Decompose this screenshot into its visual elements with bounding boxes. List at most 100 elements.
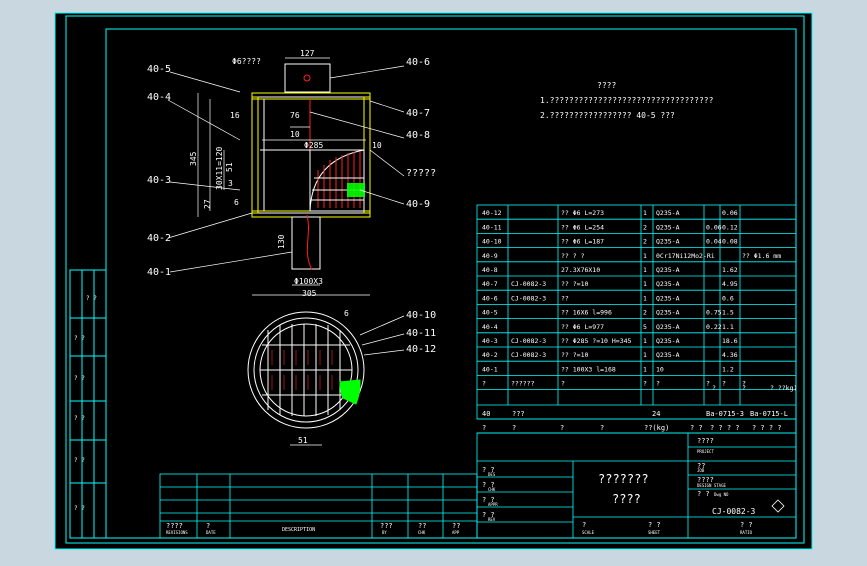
scale-label-en: SCALE	[582, 530, 595, 535]
sheet-background	[54, 12, 813, 550]
bom-cell-no: ?	[482, 380, 486, 388]
bom-cell-qty: 5	[643, 323, 647, 331]
ref-no: 40	[482, 410, 490, 418]
dimension-lines	[197, 57, 370, 296]
bom-cell-code: CJ-0082-3	[511, 280, 546, 288]
bom-cell-code: CJ-0082-3	[511, 337, 546, 345]
bom-cell-name: ?	[561, 380, 565, 388]
dim-27: 27	[203, 199, 212, 209]
revision-block-text: ???? REVISIONS ? DATE DESCRIPTION ??? BY…	[166, 522, 460, 535]
label-40-8: 40-8	[406, 130, 430, 141]
label-40-4: 40-4	[147, 92, 171, 103]
dim-3: 3	[228, 179, 233, 188]
bom-cell-mat: 10	[656, 365, 664, 373]
stage-label-en: DESIGN STAGE	[697, 483, 726, 488]
dwg-no: CJ-0082-3	[712, 507, 756, 516]
bom-cell-no: 40-10	[482, 238, 502, 246]
label-40-10: 40-10	[406, 310, 436, 321]
dim-127: 127	[300, 49, 315, 58]
job-label: ??	[697, 462, 705, 470]
side-text-c: ? ?	[74, 415, 85, 422]
sheet-label: ? ?	[648, 521, 661, 529]
bom-cell-w2: 1.1	[722, 323, 734, 331]
bom-cell-w2: 4.36	[722, 351, 738, 359]
bom-cell-code: ??????	[511, 380, 535, 388]
bom-cell-w2: 1.5	[722, 309, 734, 317]
bom-cell-mat: 0Cr17Ni12Mo2-Ri	[656, 252, 715, 260]
bom-cell-qty: 1	[643, 365, 647, 373]
label-40-2: 40-2	[147, 233, 171, 244]
bom-head2-kg: ? ??kg)	[770, 384, 797, 392]
dim-51: 51	[225, 162, 234, 172]
rev-label-en: REV	[488, 517, 496, 522]
bom-cell-no: 40-1	[482, 365, 498, 373]
ref2-b: ?	[512, 424, 516, 432]
label-40-5: 40-5	[147, 64, 171, 75]
ref2-d: ?	[600, 424, 604, 432]
project-label: ????	[697, 437, 714, 445]
side-text-b: ? ?	[74, 375, 85, 382]
bom-cell-name: ?? Φ6 L=187	[561, 238, 604, 246]
bom-cell-no: 40-11	[482, 223, 502, 231]
ratio-label: ? ?	[740, 521, 753, 529]
rev-chk: ??	[418, 522, 426, 530]
bom-cell-mat: Q235-A	[656, 209, 680, 217]
label-40-9: 40-9	[406, 199, 430, 210]
ref2-g: ? ? ? ?	[710, 424, 740, 432]
bom-cell-code: CJ-0082-3	[511, 351, 546, 359]
bom-cell-name: ?? ?=10	[561, 351, 588, 359]
bom-cell-no: 40-4	[482, 323, 498, 331]
dim-76: 76	[290, 111, 300, 120]
bom-cell-no: 40-6	[482, 294, 498, 302]
bom-cell-code: CJ-0082-3	[511, 294, 546, 302]
chk-label-en: CHK	[488, 487, 496, 492]
bom-cell-w2: 4.95	[722, 280, 738, 288]
bom-cell-no: 40-3	[482, 337, 498, 345]
rev-title: ????	[166, 522, 183, 530]
ref-name: ???	[512, 410, 525, 418]
sheet-label-en: SHEET	[648, 530, 661, 535]
dim-305: 305	[302, 289, 317, 298]
side-text-e: ? ?	[74, 505, 85, 512]
bom-cell-w1: 0.22	[706, 323, 722, 331]
bom-cell-qty: 1	[643, 266, 647, 274]
bom-cell-name: ?? 16X6 l=996	[561, 309, 612, 317]
bom-head2-unit: ?	[712, 384, 716, 392]
ref2-e: ??(kg)	[644, 424, 669, 432]
bom-cell-w1: 0.75	[706, 309, 722, 317]
reference-rows: 40 ??? 24 Ba-0715-3 Ba-0715-L ? ? ? ? ??…	[477, 404, 796, 432]
bom-cell-mat: Q235-A	[656, 223, 680, 231]
ref2-f: ? ?	[690, 424, 703, 432]
rev-app: ??	[452, 522, 460, 530]
bom-cell-w2: 0.12	[722, 223, 738, 231]
app-label-en: APPR	[488, 502, 498, 507]
bom-cell-mat: Q235-A	[656, 309, 680, 317]
bom-cell-rem: ?	[742, 380, 746, 388]
stage-label: ????	[697, 476, 714, 484]
rev-label: ? ?	[482, 511, 495, 519]
bom-cell-name: ?? Φ6 L=273	[561, 209, 604, 217]
label-40-12: 40-12	[406, 344, 436, 355]
dwg-no-label: ? ?	[697, 490, 710, 498]
bom-cell-w2: 0.6	[722, 294, 734, 302]
dim-phi285: Φ285	[304, 141, 323, 150]
drawing-title-2: ????	[612, 492, 641, 506]
ref2-a: ?	[482, 424, 486, 432]
bom-cell-no: 40-7	[482, 280, 498, 288]
dim-130: 130	[277, 234, 286, 249]
job-label-en: JOB	[697, 468, 705, 473]
des-label: ? ?	[482, 466, 495, 474]
dim-10b: 10	[372, 141, 382, 150]
bom-cell-mat: Q235-A	[656, 266, 680, 274]
bom-head2-total: ?	[742, 384, 746, 392]
bom-cell-no: 40-12	[482, 209, 502, 217]
bom-cell-name: 27.3X76X10	[561, 266, 600, 274]
note-1: 1.??????????????????????????????????	[540, 96, 714, 105]
bom-cell-w2: ?	[722, 380, 726, 388]
weld-fill	[347, 183, 365, 197]
plan-hatch	[271, 350, 333, 390]
part-labels: 40-5 40-4 40-3 40-2 40-1 40-6 40-7 40-8 …	[147, 57, 436, 355]
bom-cell-w2: 0.08	[722, 238, 738, 246]
bom-cell-mat: Q235-A	[656, 323, 680, 331]
bom-cell-qty: 2	[643, 223, 647, 231]
